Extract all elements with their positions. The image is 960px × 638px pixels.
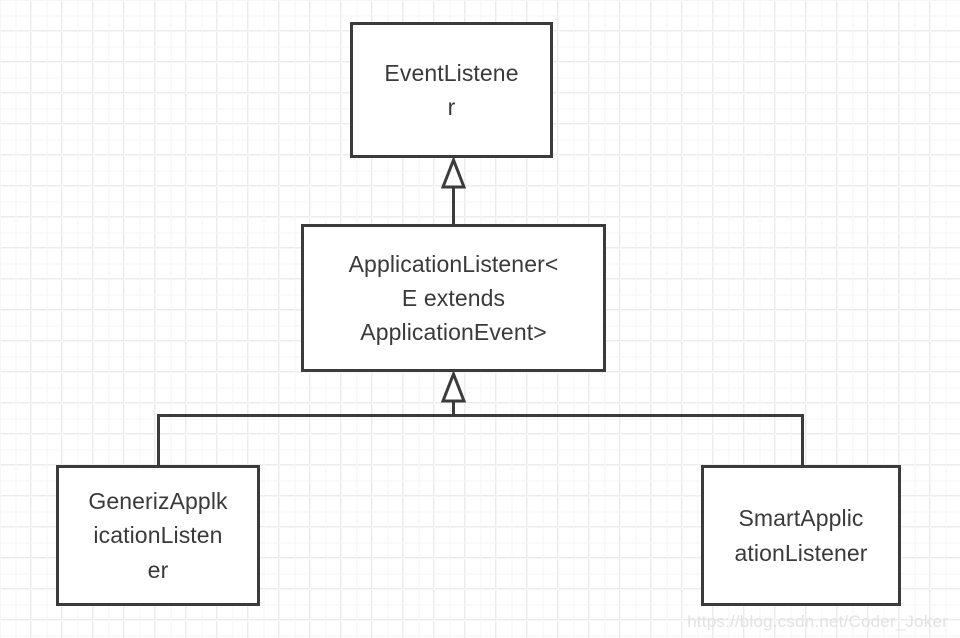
- class-node-label: EventListene r: [384, 59, 519, 120]
- hollow-triangle-arrowhead-icon: [440, 155, 467, 189]
- watermark-text: https://blog.csdn.net/Coder_Joker: [687, 612, 948, 631]
- class-node-smartapplicationlistener[interactable]: SmartApplic ationListener: [701, 465, 901, 606]
- class-node-label: ApplicationListener< E extends Applicati…: [348, 250, 559, 346]
- hollow-triangle-arrowhead-icon: [440, 369, 467, 403]
- class-node-applicationlistener[interactable]: ApplicationListener< E extends Applicati…: [301, 224, 606, 372]
- edge-applicationlistener-to-eventlistener: [440, 155, 467, 224]
- edge-subclasses-to-applicationlistener: [157, 369, 804, 465]
- class-node-label: SmartApplic ationListener: [734, 505, 868, 566]
- class-node-label: GenerizApplk icationListen er: [88, 488, 228, 583]
- class-node-generizapplkicationlistener[interactable]: GenerizApplk icationListen er: [56, 465, 260, 606]
- class-node-eventlistener[interactable]: EventListene r: [350, 22, 553, 158]
